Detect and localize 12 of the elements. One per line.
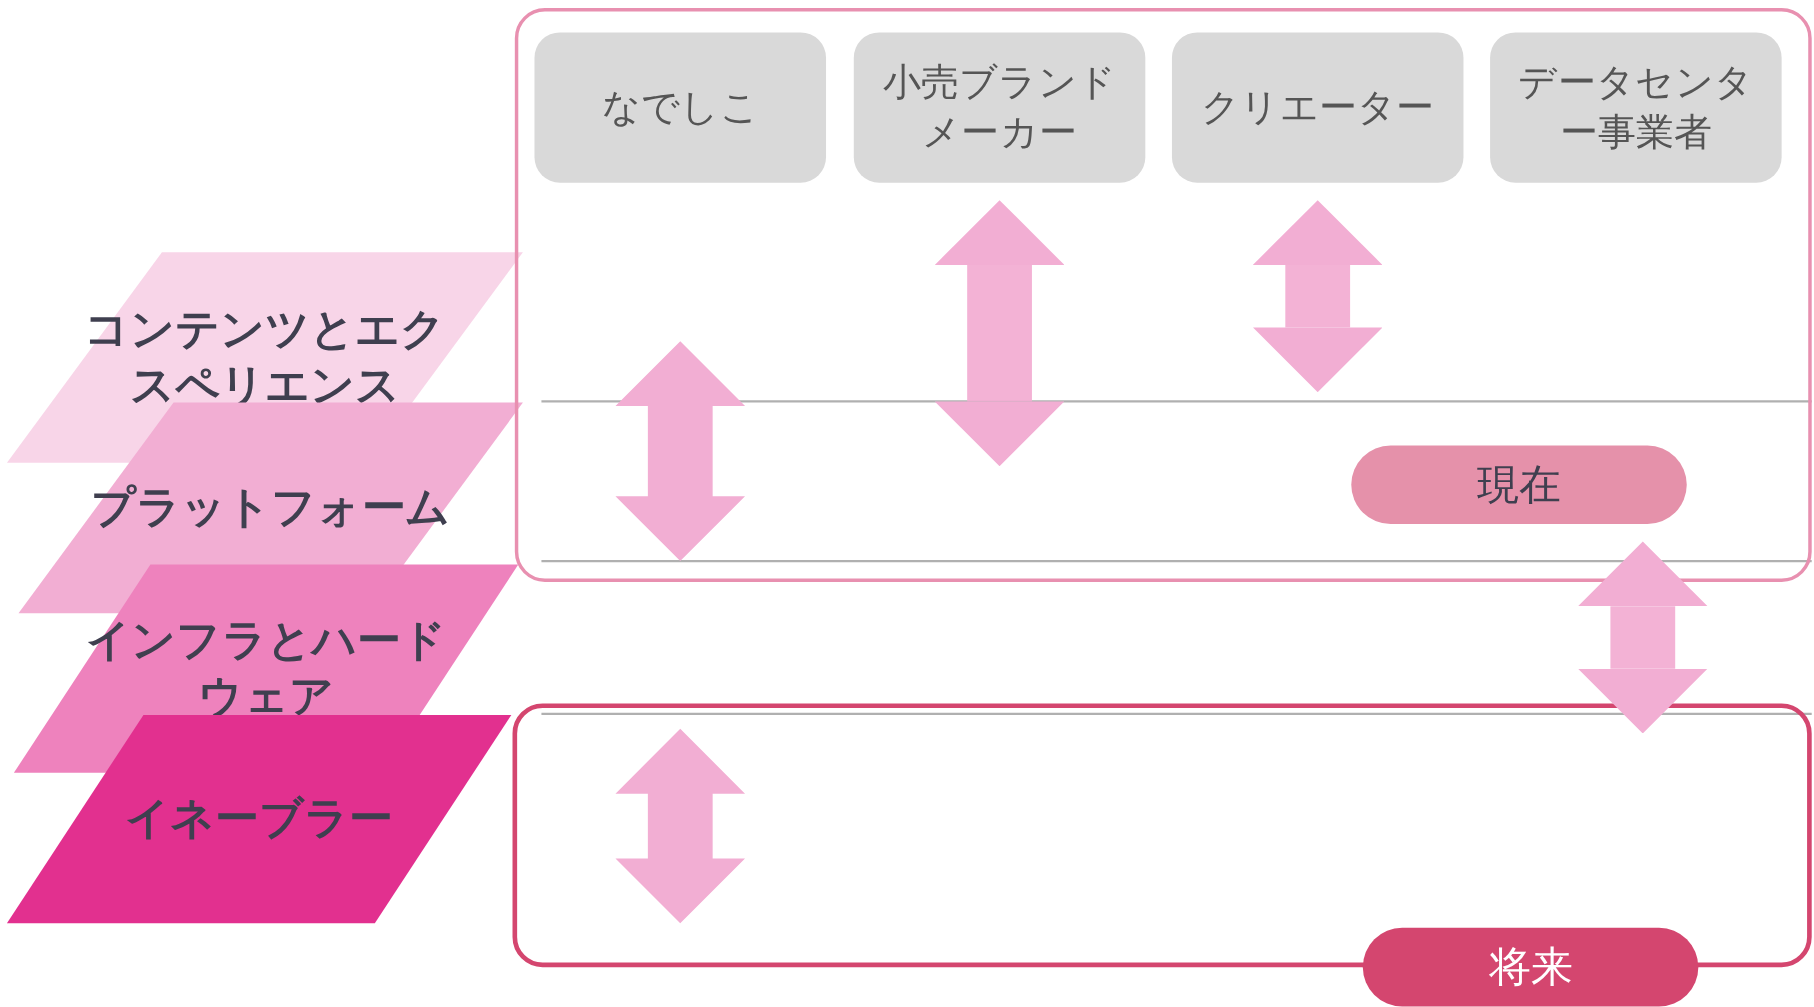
period-label: 将来 [1362,927,1699,1007]
stakeholder-box: クリエーター [1171,32,1464,183]
stakeholder-box: データセンター事業者 [1490,32,1782,183]
double-arrow [1252,200,1383,393]
layer-label: イネーブラー [123,791,395,846]
layer-band [6,714,512,924]
double-arrow [1578,541,1708,734]
stakeholder-box: なでしこ [534,32,827,183]
stakeholder-box: 小売ブランドメーカー [853,32,1146,183]
layer-label: プラットフォーム [89,480,452,535]
double-arrow [934,200,1065,467]
period-label: 現在 [1351,445,1687,525]
